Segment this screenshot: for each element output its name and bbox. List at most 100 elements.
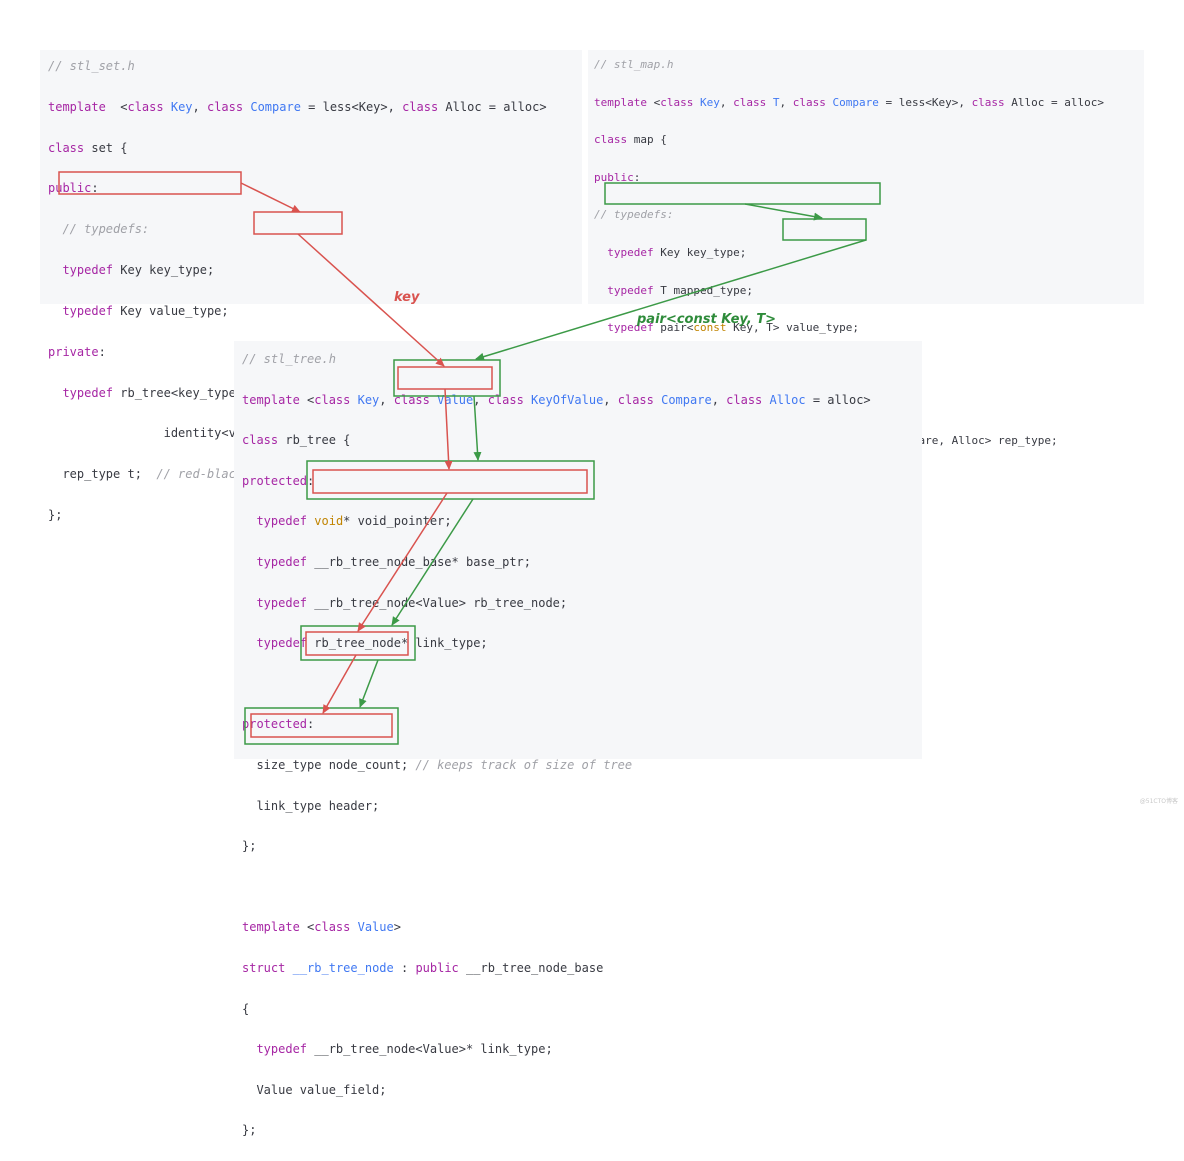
code-token: // typedefs: — [594, 208, 674, 222]
code-token: class — [594, 133, 628, 147]
code-token: public — [594, 170, 634, 184]
map-rb-tree-value-type-box — [782, 218, 867, 241]
code-line: }; — [48, 505, 547, 525]
code-line: template <class Value> — [242, 917, 871, 937]
code-token: typedef — [607, 245, 654, 259]
code-token: private — [48, 344, 99, 359]
code-token: set { — [84, 140, 128, 155]
code-token: < — [299, 920, 315, 935]
code-line: }; — [242, 1120, 871, 1140]
code-token: // stl_tree.h — [242, 352, 336, 366]
tree-rb-tree-node-red-box — [312, 469, 588, 494]
code-line: class map { — [594, 131, 1104, 150]
code-line: protected: — [242, 471, 871, 491]
code-line: class set { — [48, 138, 547, 158]
code-token: Key, T> value_type; — [726, 321, 859, 335]
red-arrow-template-to-field — [322, 654, 357, 714]
green-arrow-node-to-template — [391, 498, 474, 626]
code-line: protected: — [242, 714, 871, 734]
code-line: // typedefs: — [48, 219, 547, 239]
map-value-type-typedef-box — [604, 182, 881, 205]
code-token: > — [393, 920, 401, 935]
value-field-red-box — [250, 713, 393, 738]
tree-class-value-green-box — [393, 359, 501, 397]
code-token: rb_tree { — [278, 433, 351, 448]
code-token: = less<Key>, — [300, 99, 403, 114]
code-token: Key — [170, 99, 193, 114]
code-token: template — [594, 95, 647, 109]
code-line: typedef rb_tree_node* link_type; — [242, 633, 871, 653]
code-token: __rb_tree_node_base — [458, 960, 604, 975]
code-line: { — [242, 999, 871, 1019]
set-rb-tree-value-type-box — [253, 211, 343, 235]
code-token: : — [307, 717, 315, 732]
code-line: size_type node_count; // keeps track of … — [242, 755, 871, 775]
code-token: class — [726, 392, 763, 407]
code-token: Key value_type; — [113, 303, 229, 318]
code-token: < — [646, 95, 661, 109]
code-token: typedef — [62, 385, 114, 400]
code-line: struct __rb_tree_node : public __rb_tree… — [242, 958, 871, 978]
code-token: public — [415, 960, 459, 975]
code-line — [242, 877, 871, 897]
code-token: Compare — [832, 95, 879, 109]
code-token: Compare — [661, 392, 712, 407]
code-token: : — [98, 344, 106, 359]
code-token: : — [393, 960, 416, 975]
code-token: protected — [242, 717, 308, 732]
code-token: * void_pointer; — [343, 514, 452, 529]
code-token: struct — [242, 960, 286, 975]
red-arrow-set-to-tree-value — [297, 233, 445, 367]
code-token: // typedefs: — [62, 222, 150, 237]
code-line: // stl_tree.h — [242, 349, 871, 369]
code-line: // stl_set.h — [48, 56, 547, 76]
stl-tree-code-panel: // stl_tree.h template <class Key, class… — [234, 341, 922, 1137]
code-token: rep_type t; — [48, 467, 157, 482]
red-arrow-node-to-template — [357, 492, 448, 632]
code-token: Alloc = alloc> — [1004, 95, 1105, 109]
tree-class-value-red-box — [397, 366, 493, 390]
annotation-overlay — [58, 171, 881, 745]
code-line: Value value_field; — [242, 1080, 871, 1100]
code-token: class — [733, 95, 767, 109]
code-token: , — [779, 95, 793, 109]
code-token: Compare — [250, 99, 301, 114]
code-token: class — [402, 99, 439, 114]
code-token: __rb_tree_node_base* base_ptr; — [307, 554, 531, 569]
code-line: class rb_tree { — [242, 430, 871, 450]
code-token: class — [617, 392, 654, 407]
code-token: typedef — [256, 514, 308, 529]
green-arrow-template-to-field — [359, 659, 379, 708]
code-token: class — [127, 99, 164, 114]
code-line: // stl_map.h — [594, 56, 1104, 75]
code-token: class — [660, 95, 694, 109]
code-token: = alloc> — [805, 392, 871, 407]
code-token: Key key_type; — [653, 245, 747, 259]
code-token: , — [473, 392, 488, 407]
code-token: class — [792, 95, 826, 109]
code-token: Value value_field; — [242, 1082, 387, 1097]
code-token — [350, 920, 357, 934]
code-token: }; — [48, 507, 63, 522]
code-token: template — [242, 392, 300, 407]
code-line: private: — [48, 342, 547, 362]
code-token: , — [603, 392, 618, 407]
code-token: < — [299, 392, 315, 407]
code-token: = less<Key>, — [878, 95, 972, 109]
key-annotation-label: key — [394, 290, 420, 305]
code-token: template — [242, 920, 300, 935]
code-token: typedef — [62, 263, 114, 278]
code-line: typedef void* void_pointer; — [242, 511, 871, 531]
code-token: size_type node_count; — [242, 757, 416, 772]
code-token: class — [242, 433, 279, 448]
code-token: typedef — [607, 283, 654, 297]
code-token: KeyOfValue — [531, 392, 604, 407]
code-token: , — [711, 392, 727, 407]
red-arrow-value-to-node — [444, 388, 453, 470]
code-token: { — [242, 1001, 250, 1016]
value-field-green-box — [244, 707, 399, 745]
code-token: Value — [357, 920, 394, 935]
code-token: typedef — [256, 1042, 308, 1057]
code-token: : — [633, 170, 641, 184]
code-token: __rb_tree_node<Value>* link_type; — [307, 1042, 553, 1057]
